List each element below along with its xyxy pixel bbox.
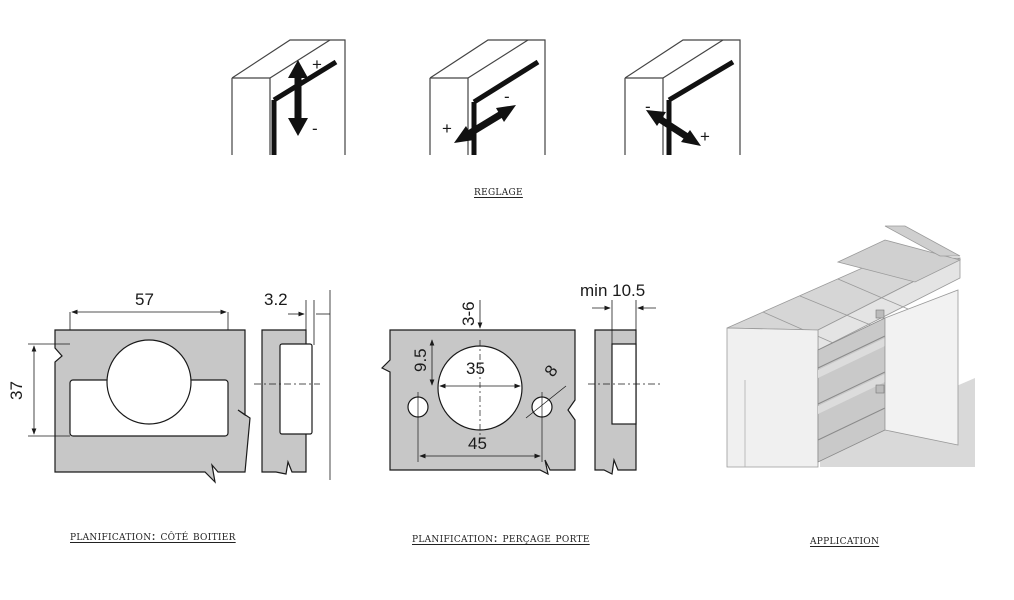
cup-height-label: 37 — [7, 381, 26, 400]
adjust-vertical-figure: + - — [231, 39, 346, 155]
adjust-minus-sign: - — [645, 97, 651, 116]
application-caption: application — [810, 533, 880, 548]
boitier-front-view: 57 37 — [7, 290, 251, 484]
screw-spacing-label: 45 — [468, 434, 487, 453]
boitier-depth-label: 3.2 — [264, 290, 288, 309]
cote-boitier-caption: planification: côté boitier — [70, 529, 236, 544]
adjust-lateral-figure: + - — [429, 39, 546, 155]
door-side-view: min 10.5 — [580, 281, 660, 475]
adjust-plus-sign: + — [312, 55, 322, 74]
percage-porte-caption: planification: perçage porte — [412, 531, 590, 546]
edge-distance-label: 9.5 — [411, 348, 430, 372]
hole-offset-label: 3-6 — [459, 301, 478, 326]
adjust-plus-sign: + — [700, 127, 710, 146]
reglage-caption: reglage — [474, 184, 523, 199]
adjust-plus-sign: + — [442, 119, 452, 138]
door-front-view: 35 45 9.5 3-6 8 — [380, 300, 576, 476]
cup-diameter-label: 35 — [466, 359, 485, 378]
boitier-side-view: 3.2 — [254, 290, 331, 480]
cabinet-illustration — [726, 225, 975, 468]
cup-width-label: 57 — [135, 290, 154, 309]
adjust-depth-figure: - + — [624, 39, 741, 155]
adjust-minus-sign: - — [312, 119, 318, 138]
adjust-minus-sign: - — [504, 87, 510, 106]
door-min-label: min 10.5 — [580, 281, 645, 300]
